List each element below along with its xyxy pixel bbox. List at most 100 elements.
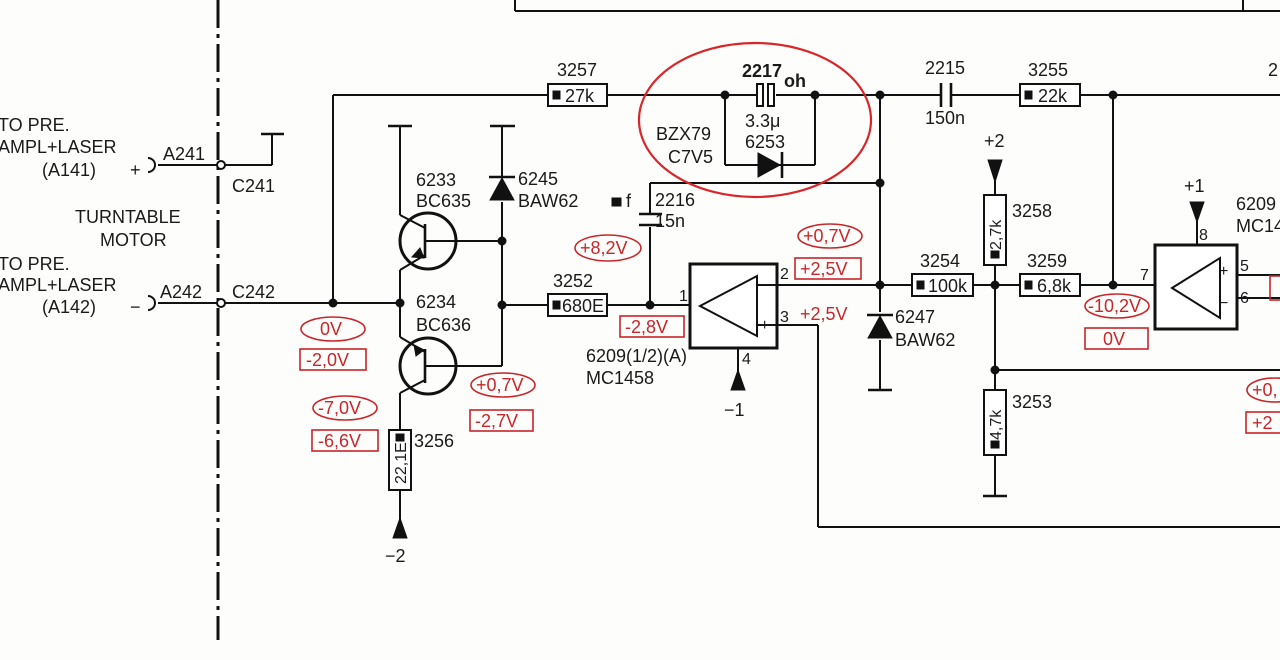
- resistor-3258-ref: 3258: [1012, 201, 1052, 221]
- voltage-partial-1: +0,: [1252, 380, 1278, 400]
- voltage-annotations: 0V -2,0V -7,0V -6,6V +8,2V -2,8V +0,7V -…: [299, 223, 1280, 452]
- resistor-3258-value: 2,7k: [988, 219, 1005, 250]
- opamp-6209a-plus: +: [760, 317, 769, 334]
- connector-terminals: [147, 157, 226, 311]
- resistor-3259: 3259 6,8k: [1019, 251, 1081, 297]
- to-pre-label-1: TO PRE.: [0, 115, 70, 135]
- rail-minus2-arrow: [392, 516, 408, 539]
- capacitor-2217-ref: 2217: [742, 61, 782, 81]
- opamp-6209a: 1 2 3 4 − + 6209(1/2)(A) MC1458: [586, 262, 789, 391]
- voltage-minus-2v: -2,0V: [306, 350, 349, 370]
- resistor-3253-value: 4,7k: [988, 409, 1005, 440]
- opamp-6209b-plus: +: [1219, 263, 1228, 280]
- capacitor-2216-value: 15n: [655, 211, 685, 231]
- plus-pin-label: +: [130, 160, 141, 180]
- resistor-3252: 3252 680E: [547, 271, 608, 317]
- turntable-label: TURNTABLE: [75, 207, 181, 227]
- resistor-3258: 2,7k 3258: [983, 194, 1052, 266]
- opamp-6209b-pin5: 5: [1240, 258, 1249, 275]
- edge-component-ref: 2: [1268, 60, 1278, 80]
- capacitor-2215-ref: 2215: [925, 58, 965, 78]
- rail-plus25-label: +2,5V: [800, 304, 848, 324]
- opamp-6209b-minus: −: [1219, 295, 1228, 312]
- diode-6247-ref: 6247: [895, 307, 935, 327]
- resistor-3259-ref: 3259: [1027, 251, 1067, 271]
- diode-6245-type: BAW62: [518, 191, 578, 211]
- opamp-6209b: + − 7 8 5 6 6209 MC14: [1140, 194, 1280, 331]
- opamp-6209a-ref: 6209(1/2)(A): [586, 346, 687, 366]
- resistor-3254: 3254 100k: [911, 251, 974, 297]
- opamp-6209a-pin1: 1: [679, 288, 688, 305]
- resistor-3252-value: 680E: [562, 296, 604, 316]
- voltage-minus-2-8v: -2,8V: [625, 317, 668, 337]
- opamp-6209b-pin7: 7: [1140, 267, 1149, 284]
- a142-label: (A142): [42, 297, 96, 317]
- opamp-6209b-ref: 6209: [1236, 194, 1276, 214]
- zener-6253: 6253 BZX79 C7V5: [656, 124, 785, 178]
- voltage-minus-10-2v: -10,2V: [1088, 296, 1141, 316]
- diode-6245: 6245 BAW62: [489, 169, 578, 211]
- resistor-3253: 4,7k 3253: [983, 389, 1052, 456]
- resistor-3254-ref: 3254: [920, 251, 960, 271]
- resistor-3255: 3255 22k: [1019, 60, 1081, 107]
- voltage-0v: 0V: [320, 319, 342, 339]
- highlight-circle: [637, 41, 873, 199]
- ampl-laser-label-1: AMPL+LASER: [0, 137, 117, 157]
- c241-label: C241: [232, 176, 275, 196]
- minus-pin-label: −: [130, 297, 141, 317]
- opamp-6209a-pin4: 4: [742, 351, 751, 368]
- a242-label: A242: [160, 282, 202, 302]
- rail-minus2: −2: [385, 546, 406, 566]
- resistor-3257-value: 27k: [565, 86, 595, 106]
- resistor-3256-ref: 3256: [414, 431, 454, 451]
- transistor-6234-type: BC636: [416, 315, 471, 335]
- capacitor-2217-suffix: oh: [784, 71, 806, 91]
- opamp-6209b-pin6: 6: [1240, 290, 1249, 307]
- transistor-6233-ref: 6233: [416, 170, 456, 190]
- voltage-minus-2-7v: -2,7V: [475, 411, 518, 431]
- rail-minus1: −1: [724, 400, 745, 420]
- resistor-3257: 3257 27k: [547, 60, 608, 107]
- capacitor-2215: 2215 150n: [925, 58, 965, 128]
- voltage-plus-0-7v-2: +0,7V: [803, 226, 851, 246]
- opamp-6209b-type: MC14: [1236, 216, 1280, 236]
- transistor-6233: 6233 BC635: [398, 170, 471, 271]
- transistor-6233-type: BC635: [416, 191, 471, 211]
- resistor-3254-value: 100k: [928, 276, 968, 296]
- motor-label: MOTOR: [100, 230, 167, 250]
- resistor-3257-ref: 3257: [557, 60, 597, 80]
- resistor-3255-value: 22k: [1038, 86, 1068, 106]
- voltage-0v-b: 0V: [1103, 329, 1125, 349]
- transistor-6234-ref: 6234: [416, 292, 456, 312]
- capacitor-2215-value: 150n: [925, 108, 965, 128]
- diode-6247: 6247 BAW62: [867, 307, 955, 350]
- zener-6253-type: BZX79: [656, 124, 711, 144]
- zener-6253-voltage: C7V5: [668, 147, 713, 167]
- rail-plus1-arrow: [1189, 201, 1205, 224]
- voltage-minus-7v: -7,0V: [318, 398, 361, 418]
- resistor-3256: 22,1E 3256: [388, 429, 454, 491]
- c242-label: C242: [232, 282, 275, 302]
- voltage-partial-2: +2: [1252, 413, 1273, 433]
- opamp-6209b-pin8: 8: [1199, 227, 1208, 244]
- opamp-6209a-pin2: 2: [780, 266, 789, 283]
- to-pre-label-2: TO PRE.: [0, 254, 70, 274]
- voltage-minus-6-6v: -6,6V: [318, 431, 361, 451]
- opamp-6209a-minus: −: [760, 277, 769, 294]
- voltage-plus-2-5v: +2,5V: [800, 259, 848, 279]
- capacitor-2216-marker: f: [626, 191, 632, 211]
- transistor-6234: 6234 BC636: [398, 292, 471, 396]
- diode-6245-ref: 6245: [518, 169, 558, 189]
- rail-plus2: +2: [984, 131, 1005, 151]
- voltage-plus-8-2v: +8,2V: [580, 238, 628, 258]
- capacitor-2216-ref: 2216: [655, 190, 695, 210]
- resistor-3252-ref: 3252: [553, 271, 593, 291]
- capacitor-2217: 2217 oh 3.3μ: [742, 61, 806, 131]
- resistor-3255-ref: 3255: [1028, 60, 1068, 80]
- rail-plus1: +1: [1184, 176, 1205, 196]
- resistor-3253-ref: 3253: [1012, 392, 1052, 412]
- resistor-3259-value: 6,8k: [1037, 276, 1072, 296]
- zener-6253-ref: 6253: [745, 132, 785, 152]
- capacitor-2217-value: 3.3μ: [745, 111, 780, 131]
